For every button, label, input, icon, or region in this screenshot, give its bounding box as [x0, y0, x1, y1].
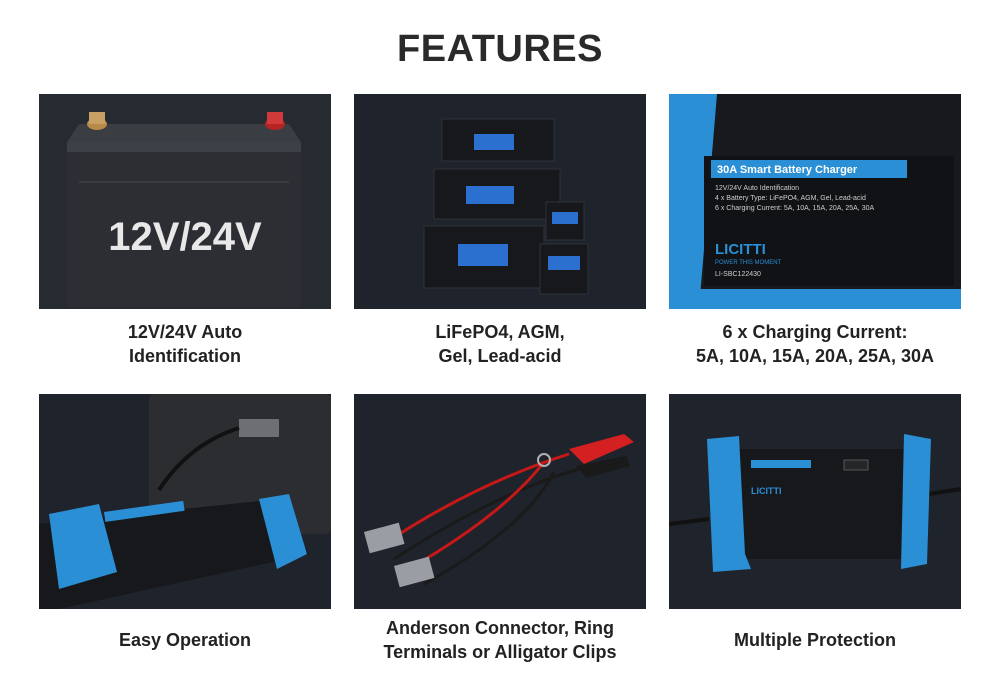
caption-line-1: 12V/24V Auto	[127, 322, 243, 342]
feature-caption-voltage: 12V/24V Auto Identification	[39, 320, 331, 368]
battery-types-image	[354, 94, 646, 309]
caption-line-2: Identification	[129, 346, 241, 366]
feature-caption-connectors: Anderson Connector, Ring Terminals or Al…	[354, 616, 646, 664]
caption-line-1: LiFePO4, AGM,	[435, 322, 565, 342]
caption-line-2: Terminals or Alligator Clips	[383, 642, 617, 662]
caption-line-2: 5A, 10A, 15A, 20A, 25A, 30A	[695, 346, 935, 366]
feature-caption-easy-operation: Easy Operation	[39, 628, 331, 652]
caption-line-1: Easy Operation	[118, 630, 252, 650]
caption-line-1: Multiple Protection	[734, 630, 896, 650]
charging-current-image: 30A Smart Battery Charger 12V/24V Auto I…	[669, 94, 961, 309]
svg-text:LICITTI: LICITTI	[751, 486, 782, 496]
feature-caption-charging-current: 6 x Charging Current: 5A, 10A, 15A, 20A,…	[669, 320, 961, 368]
page-title: FEATURES	[397, 28, 603, 70]
label-title: 30A Smart Battery Charger	[717, 164, 858, 176]
multiple-protection-image: LICITTI	[669, 394, 961, 609]
feature-caption-protection: Multiple Protection	[669, 628, 961, 652]
easy-operation-image	[39, 394, 331, 609]
caption-line-1: 6 x Charging Current:	[722, 322, 908, 342]
label-line-2: 4 x Battery Type: LiFePO4, AGM, Gel, Lea…	[715, 195, 866, 202]
label-line-1: 12V/24V Auto Identification	[715, 185, 799, 192]
caption-line-2: Gel, Lead-acid	[438, 346, 562, 366]
battery-voltage-image: 12V/24V	[39, 94, 331, 309]
voltage-overlay-text: 12V/24V	[108, 215, 262, 259]
connector-options-image	[354, 394, 646, 609]
label-line-3: 6 x Charging Current: 5A, 10A, 15A, 20A,…	[715, 205, 874, 212]
brand-slogan: POWER THIS MOMENT	[715, 260, 782, 266]
brand-logo: LICITTI	[715, 241, 766, 258]
caption-line-1: Anderson Connector, Ring	[385, 618, 614, 638]
model-number: LI-SBC122430	[715, 271, 761, 278]
feature-caption-battery-types: LiFePO4, AGM, Gel, Lead-acid	[354, 320, 646, 368]
